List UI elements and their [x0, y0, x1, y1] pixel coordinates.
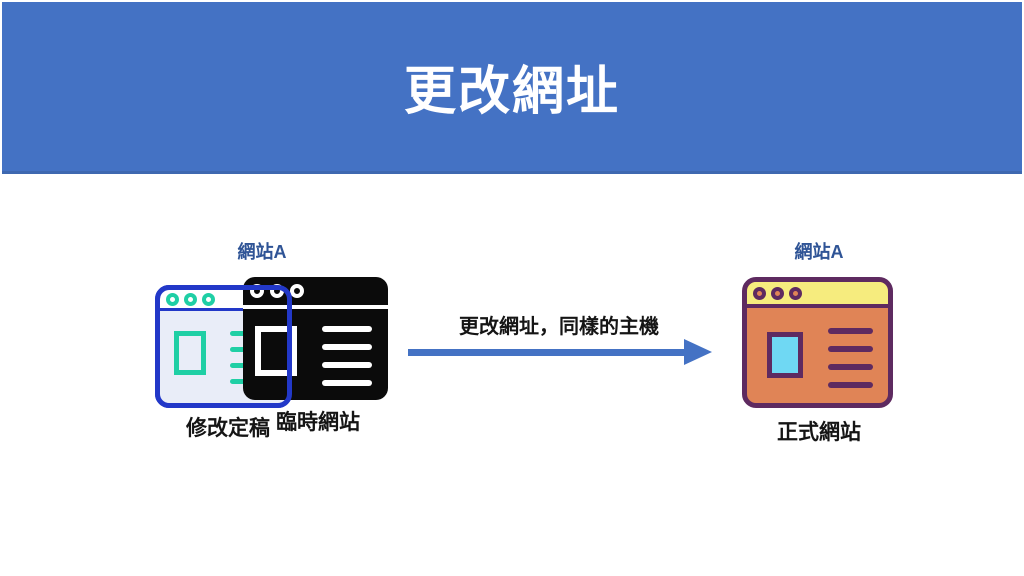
window-dot-icon [789, 286, 802, 300]
arrow-label: 更改網址，同樣的主機 [459, 316, 659, 338]
window-dot-icon [771, 286, 784, 300]
window-dot-icon [166, 292, 179, 306]
temp-content-box-icon [255, 326, 297, 376]
temp-window-divider [243, 305, 388, 309]
window-dot-icon [250, 284, 264, 298]
right-site-label: 網站A [794, 242, 844, 262]
temp-text-line-icon [322, 326, 372, 332]
arrow-head-icon [684, 339, 712, 365]
window-dot-icon [290, 284, 304, 298]
browser-window-final-icon [742, 277, 893, 408]
browser-window-temp-icon [243, 277, 388, 400]
window-dot-icon [270, 284, 284, 298]
temp-window-titlebar [243, 277, 388, 305]
final-content-box-icon [767, 332, 803, 378]
arrow-line [408, 349, 686, 356]
draft-window-titlebar [160, 290, 287, 308]
window-dot-icon [202, 292, 215, 306]
temp-text-line-icon [322, 362, 372, 368]
final-caption: 正式網站 [777, 421, 861, 444]
temp-text-line-icon [322, 344, 372, 350]
final-text-line-icon [828, 364, 873, 370]
final-window-divider [747, 304, 888, 308]
title-banner: 更改網址 [2, 2, 1022, 174]
temp-text-line-icon [322, 380, 372, 386]
final-window-titlebar [747, 282, 888, 304]
final-text-line-icon [828, 382, 873, 388]
draft-window-divider [160, 308, 287, 311]
left-site-label: 網站A [237, 242, 287, 262]
page-title: 更改網址 [403, 63, 620, 121]
temp-caption: 臨時網站 [276, 411, 360, 434]
window-dot-icon [184, 292, 197, 306]
draft-caption: 修改定稿 [186, 417, 270, 440]
final-window-content [747, 308, 888, 403]
draft-content-box-icon [174, 331, 206, 375]
window-dot-icon [753, 286, 766, 300]
final-text-line-icon [828, 346, 873, 352]
final-text-line-icon [828, 328, 873, 334]
temp-window-content [243, 309, 388, 400]
